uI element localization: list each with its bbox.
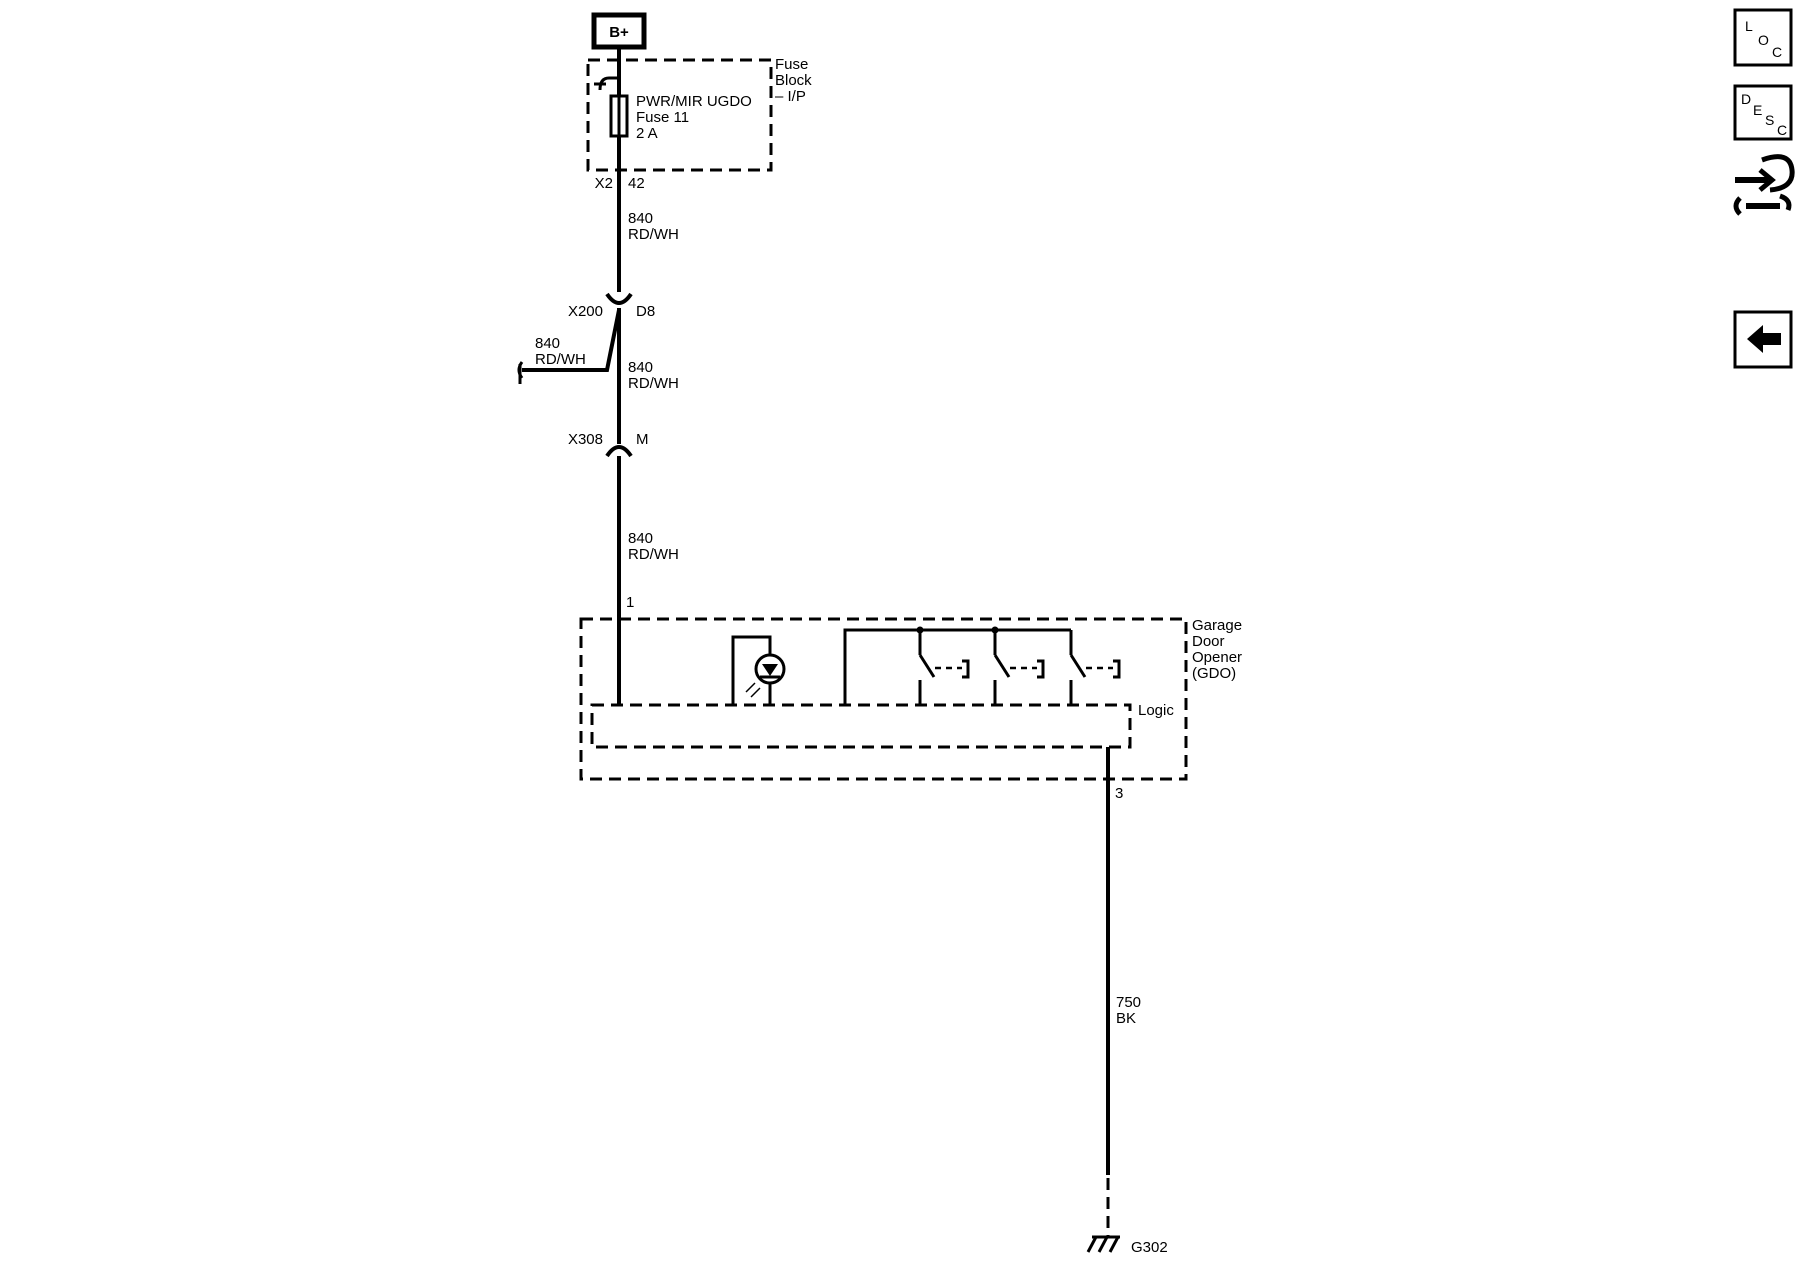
gdo-name-1: Garage [1192,617,1242,634]
branch-wire-circuit: 840 [535,335,560,352]
gdo-ground-pin: 3 [1115,785,1123,802]
loc-letter-c: C [1772,44,1782,60]
back-button[interactable] [1733,310,1793,369]
gdo-button-switches [843,626,1121,705]
gdo-power-pin: 1 [626,594,634,611]
loc-letter-o: O [1758,32,1769,48]
x308-name: X308 [568,431,603,448]
wire-3-color: RD/WH [628,546,679,563]
ground-name: G302 [1131,1239,1168,1256]
fuse-connector-name: X2 [595,175,613,192]
wire-2-circuit: 840 [628,359,653,376]
ground-wire-circuit: 750 [1116,994,1141,1011]
wire-2-color: RD/WH [628,375,679,392]
connector-tool-button[interactable] [1733,154,1795,216]
connector-tool-icon [1733,154,1795,216]
wire-1-color: RD/WH [628,226,679,243]
x200-name: X200 [568,303,603,320]
gdo-logic-block [590,703,1132,749]
location-button[interactable]: L O C [1733,8,1793,67]
fuse-connector-pin: 42 [628,175,645,192]
fuse-name: PWR/MIR UGDO [636,93,752,110]
gdo-logic-label: Logic [1138,702,1174,719]
desc-letter-s: S [1765,112,1774,128]
gdo-module-outline [579,617,1188,781]
fuse-block-name-1: Fuse [775,56,808,73]
connector-x200 [605,282,633,305]
gdo-indicator-led [731,635,786,705]
fuse-number: Fuse 11 [636,109,689,126]
description-button[interactable]: D E S C [1733,84,1793,141]
wire-1-circuit: 840 [628,210,653,227]
wire-3-circuit: 840 [628,530,653,547]
desc-letter-e: E [1753,102,1762,118]
fuse-block-terminal [598,76,619,91]
loc-letter-l: L [1745,18,1753,34]
gdo-name-3: Opener [1192,649,1242,666]
desc-letter-c: C [1777,122,1787,138]
fuse-block-name-3: – I/P [775,88,806,105]
fuse-rating: 2 A [636,125,658,142]
branch-wire-color: RD/WH [535,351,586,368]
desc-letter-d: D [1741,91,1751,107]
gdo-name-4: (GDO) [1192,665,1236,682]
ground-wire-color: BK [1116,1010,1136,1027]
back-arrow-icon [1747,325,1781,353]
power-label: B+ [609,24,629,41]
x308-pin: M [636,431,649,448]
battery-power-source: B+ [591,12,647,50]
x200-pin: D8 [636,303,655,320]
fuse-block-name-2: Block [775,72,812,89]
ground-symbol-g302 [1086,1235,1120,1253]
gdo-name-2: Door [1192,633,1225,650]
fuse-block-outline [586,58,773,172]
